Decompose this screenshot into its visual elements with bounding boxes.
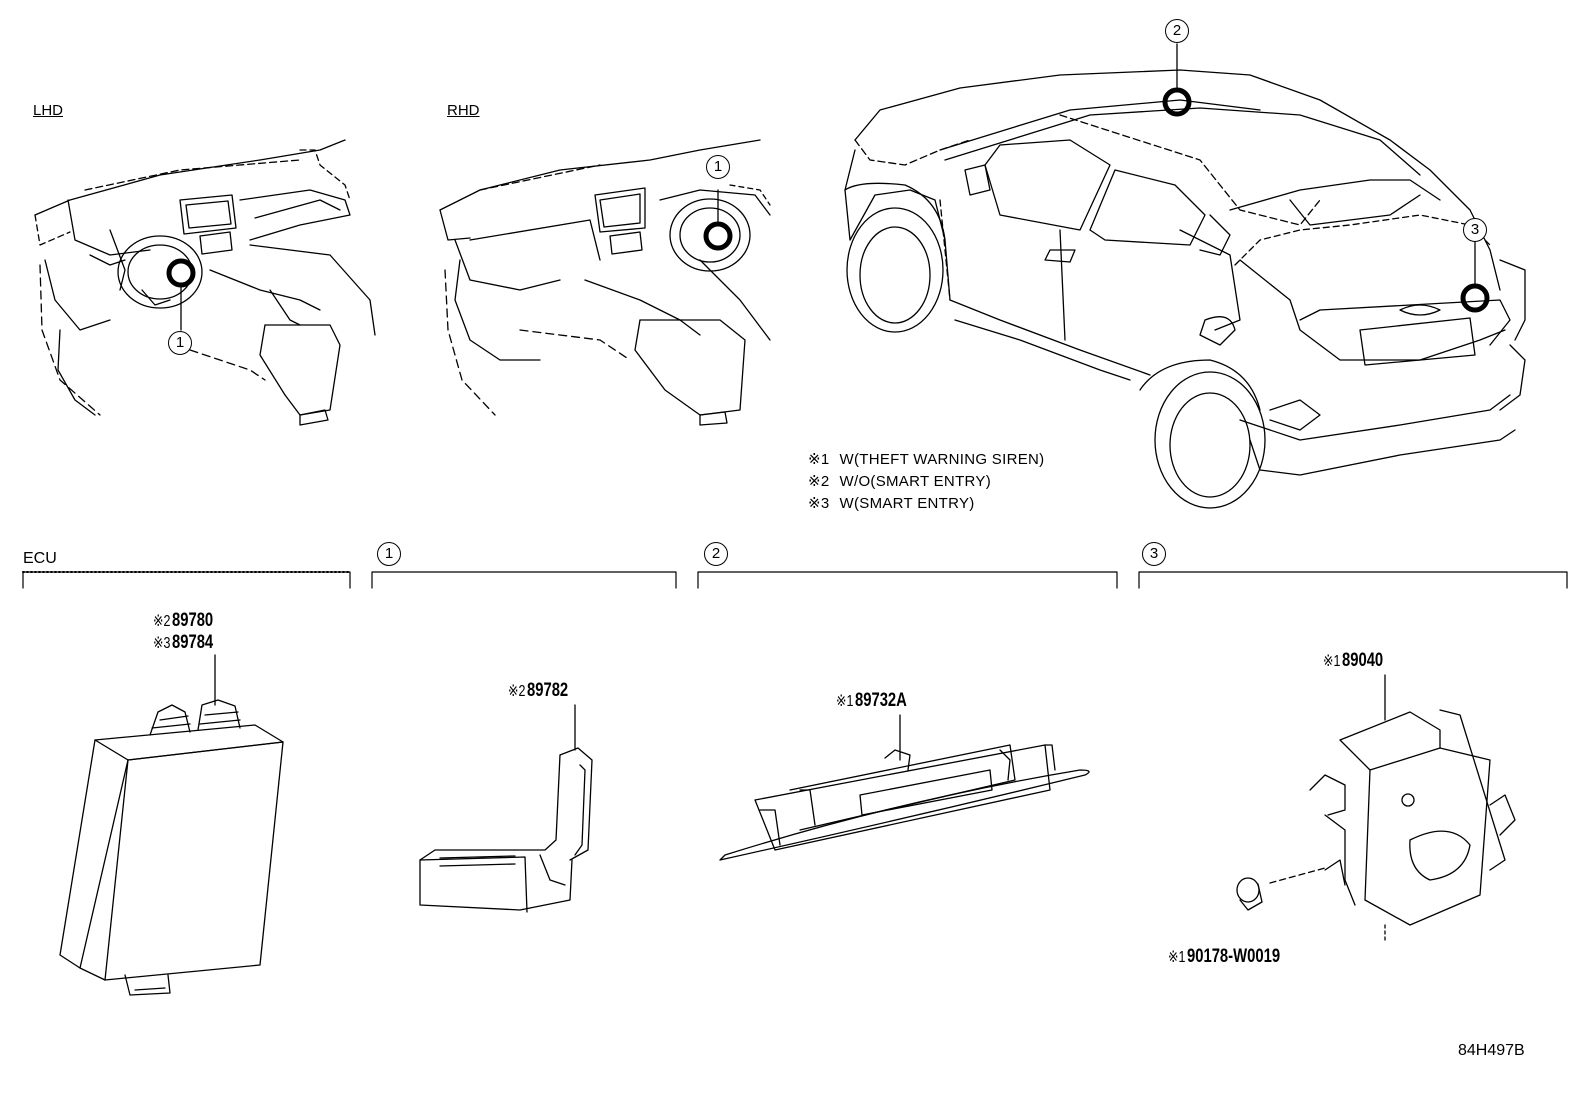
callout-2-vehicle: 2 [1165,19,1189,43]
part-number-1[interactable]: ※289782 [508,680,568,702]
part-ecu-a-mark: ※2 [153,613,171,630]
lhd-label: LHD [33,102,64,119]
section-2-callout: 2 [704,542,728,566]
part-3-bolt-mark: ※1 [1168,949,1186,966]
note-2: ※2 W/O(SMART ENTRY) [808,472,991,490]
callout-1-lhd: 1 [168,331,192,355]
part-number-3[interactable]: ※189040 [1323,650,1383,672]
part-ecu-b-mark: ※3 [153,635,171,652]
diagram-code: 84H497B [1458,1042,1525,1059]
part-3-mark: ※1 [1323,653,1341,670]
part-2-number: 89732A [854,690,907,711]
callout-1-rhd: 1 [706,155,730,179]
rhd-label: RHD [447,102,480,119]
part-1-mark: ※2 [508,683,526,700]
part-ecu-b-number: 89784 [171,632,214,653]
part-2-mark: ※1 [836,693,854,710]
part-3-siren-drawing [1236,674,1516,941]
note-1: ※1 W(THEFT WARNING SIREN) [808,450,1044,468]
part-3-bolt-number: 90178-W0019 [1186,946,1281,967]
note-3: ※3 W(SMART ENTRY) [808,494,975,512]
part-number-3-bolt[interactable]: ※190178-W0019 [1168,946,1280,968]
section-3-callout: 3 [1142,542,1166,566]
ecu-module-drawing [59,654,284,996]
note-3-mark: ※3 [808,495,830,512]
part-3-number: 89040 [1341,650,1384,671]
part-2-handle-drawing [719,714,1090,861]
vehicle-drawing [844,43,1526,509]
part-number-2[interactable]: ※189732A [836,690,907,712]
lhd-dashboard-drawing [34,139,376,426]
section-brackets [22,571,1568,589]
callout-3-vehicle: 3 [1463,218,1487,242]
note-2-mark: ※2 [808,473,830,490]
note-3-text: W(SMART ENTRY) [839,495,975,512]
note-2-text: W/O(SMART ENTRY) [839,473,991,490]
note-1-text: W(THEFT WARNING SIREN) [839,451,1045,468]
part-ecu-a-number: 89780 [171,610,214,631]
rhd-dashboard-drawing [439,139,771,426]
section-ecu-label: ECU [23,550,57,567]
part-number-ecu-a[interactable]: ※289780 [153,610,213,632]
part-1-number: 89782 [526,680,569,701]
note-1-mark: ※1 [808,451,830,468]
part-1-sensor-drawing [419,704,593,913]
part-number-ecu-b[interactable]: ※389784 [153,632,213,654]
section-1-callout: 1 [377,542,401,566]
